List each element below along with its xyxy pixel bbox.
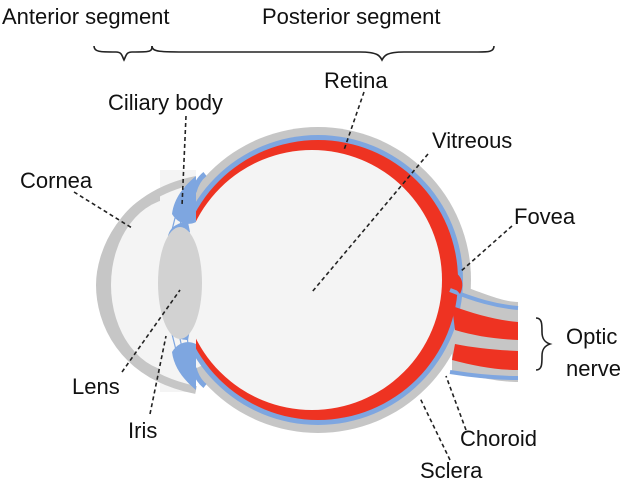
cornea-rim bbox=[95, 176, 197, 394]
anterior-segment-label: Anterior segment bbox=[2, 4, 170, 29]
ciliary-body-leader bbox=[181, 115, 187, 207]
optic-nerve-label-line1: Optic bbox=[566, 324, 617, 349]
retina-label: Retina bbox=[324, 68, 388, 93]
segment-braces bbox=[93, 45, 495, 62]
ciliary-body-label: Ciliary body bbox=[108, 90, 223, 115]
vitreous-label: Vitreous bbox=[432, 128, 512, 153]
iris-label: Iris bbox=[128, 418, 157, 443]
choroid-label: Choroid bbox=[460, 426, 537, 451]
optic-nerve-label-line2: nerve bbox=[566, 356, 621, 381]
optic-nerve-brace bbox=[535, 317, 553, 371]
optic-nerve-upper bbox=[452, 306, 518, 340]
lens-label: Lens bbox=[72, 374, 120, 399]
cornea-leader bbox=[73, 191, 133, 229]
vitreous-leader bbox=[311, 153, 429, 293]
retina-leader bbox=[343, 91, 365, 151]
fovea-leader bbox=[459, 225, 513, 273]
fovea-label: Fovea bbox=[514, 204, 576, 229]
optic-nerve-lining-bottom bbox=[449, 370, 519, 380]
optic-nerve-lower bbox=[452, 344, 518, 370]
fovea-notch bbox=[444, 270, 463, 294]
optic-nerve-lining-top bbox=[449, 288, 519, 310]
lens-leader bbox=[121, 289, 181, 373]
anterior-segment-brace bbox=[93, 45, 153, 62]
leader-lines bbox=[73, 91, 553, 461]
posterior-segment-brace bbox=[151, 45, 495, 62]
eye-illustration bbox=[95, 127, 519, 433]
vitreous-body bbox=[182, 150, 442, 410]
lens-shape bbox=[158, 227, 202, 339]
labels: Anterior segment Posterior segment Retin… bbox=[2, 4, 621, 483]
choroid-leader bbox=[445, 375, 467, 431]
ciliary-body-lower bbox=[172, 342, 196, 390]
iris-leader bbox=[149, 335, 167, 415]
ciliary-body-upper bbox=[172, 176, 196, 224]
sclera-leader bbox=[419, 397, 451, 461]
posterior-segment-label: Posterior segment bbox=[262, 4, 441, 29]
cornea-label: Cornea bbox=[20, 168, 93, 193]
sclera-label: Sclera bbox=[420, 458, 483, 483]
